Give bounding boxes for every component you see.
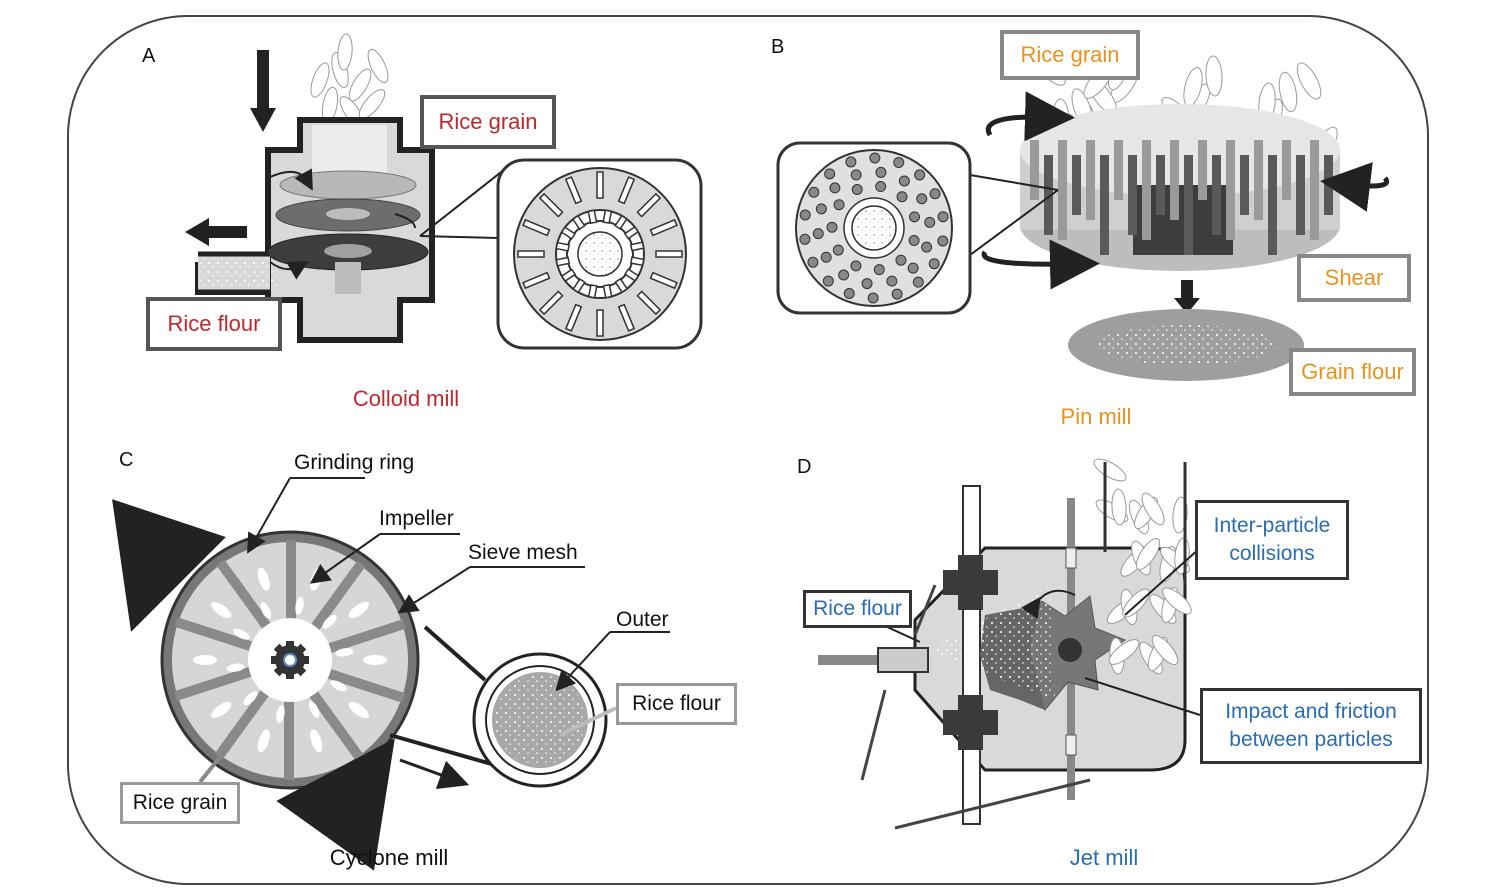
- label-a-rice-flour: Rice flour: [146, 297, 282, 351]
- caption-pin-mill: Pin mill: [1060, 404, 1132, 429]
- panel-letter-d: D: [797, 456, 812, 478]
- label-c-outer: Outer: [616, 608, 669, 631]
- label-a-rice-grain: Rice grain: [420, 95, 556, 149]
- label-b-grain-flour: Grain flour: [1289, 348, 1416, 396]
- panel-letter-a: A: [142, 45, 156, 67]
- label-d-rice-flour: Rice flour: [803, 590, 912, 628]
- cyclone-mill-diagram: [112, 477, 670, 871]
- label-c-rice-flour: Rice flour: [616, 683, 737, 725]
- jet-mill-diagram: [818, 458, 1201, 830]
- pin-mill-diagram: [776, 51, 1390, 381]
- label-c-impeller: Impeller: [379, 507, 454, 530]
- caption-jet-mill: Jet mill: [1069, 845, 1139, 870]
- caption-cyclone-mill: Cyclone mill: [329, 845, 449, 870]
- caption-colloid-mill: Colloid mill: [352, 386, 460, 411]
- panel-letter-b: B: [771, 36, 785, 58]
- panel-letter-c: C: [119, 449, 134, 471]
- label-b-rice-grain: Rice grain: [1000, 30, 1140, 80]
- label-d-impact-line1: Impact and friction: [1225, 700, 1397, 723]
- label-d-inter-particle-line2: collisions: [1229, 542, 1315, 565]
- label-d-impact-line2: between particles: [1229, 728, 1393, 751]
- colloid-mill-diagram: [185, 33, 703, 350]
- label-d-inter-particle-line1: Inter-particle: [1213, 514, 1331, 537]
- label-c-grinding-ring: Grinding ring: [294, 451, 415, 474]
- label-d-inter-particle-collisions: Inter-particle collisions: [1195, 500, 1349, 580]
- label-c-sieve-mesh: Sieve mesh: [468, 541, 578, 564]
- outer-frame: [67, 15, 1429, 885]
- label-c-rice-grain: Rice grain: [120, 782, 240, 824]
- label-d-impact-friction: Impact and friction between particles: [1200, 688, 1422, 764]
- label-b-shear: Shear: [1297, 254, 1411, 302]
